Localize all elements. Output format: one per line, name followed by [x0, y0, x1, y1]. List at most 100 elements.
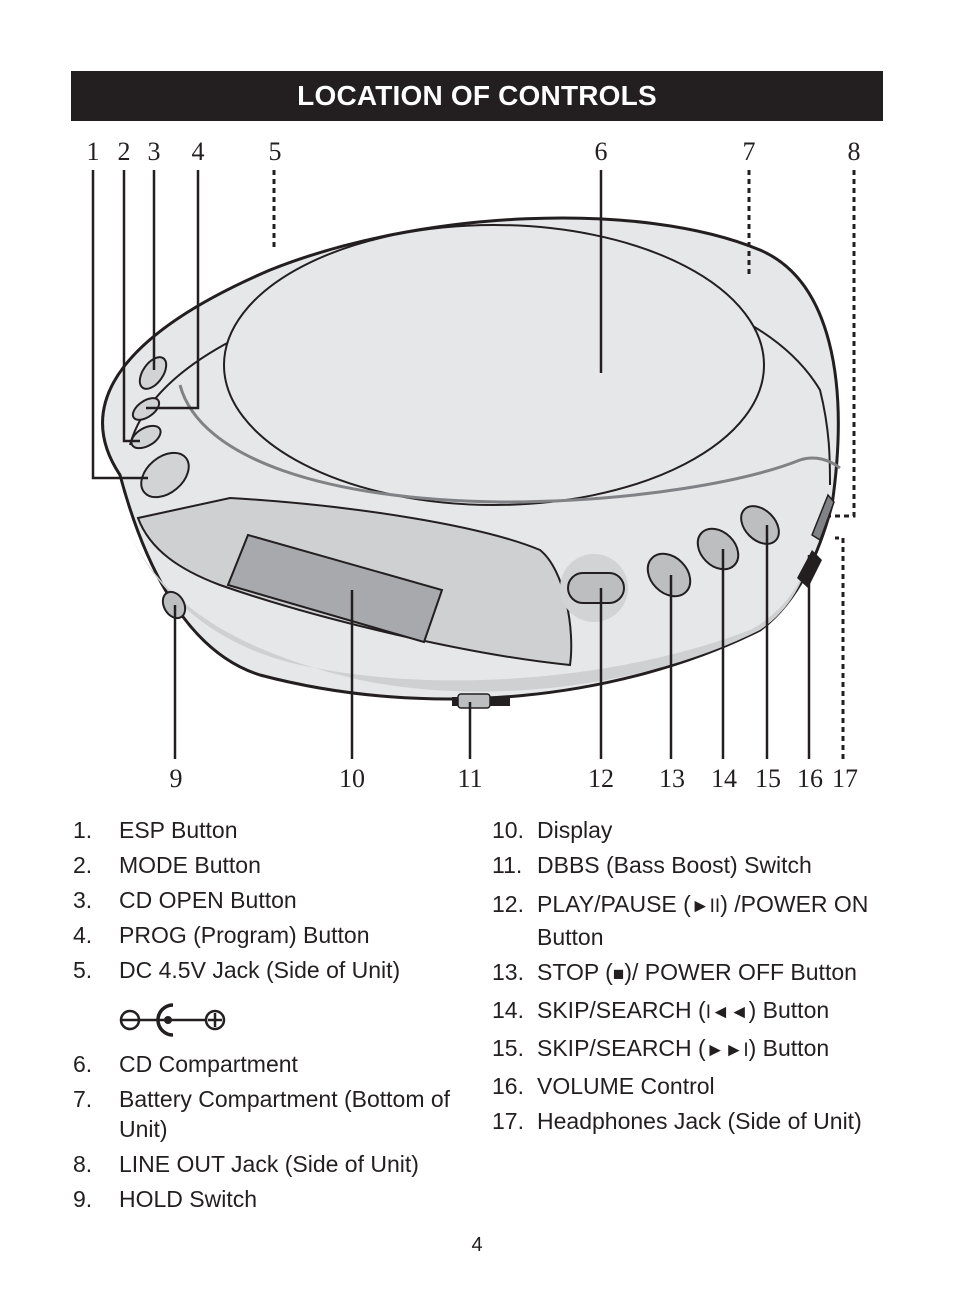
callout-5: 5 — [269, 137, 282, 166]
list-item: 4. PROG (Program) Button — [73, 920, 463, 950]
callouts-top: 1 2 3 4 5 6 7 8 — [87, 137, 861, 166]
esp-button[interactable] — [133, 444, 198, 506]
callout-10: 10 — [339, 764, 365, 793]
list-item: 13.STOP (■)/ POWER OFF Button — [492, 957, 882, 990]
callout-2: 2 — [118, 137, 131, 166]
item-label: DC 4.5V Jack (Side of Unit) — [119, 957, 401, 983]
list-item: 17. Headphones Jack (Side of Unit) — [492, 1106, 882, 1136]
item-number: 2. — [73, 852, 93, 878]
item-label: SKIP/SEARCH ( — [537, 1035, 706, 1061]
list-item: 9. HOLD Switch — [73, 1184, 463, 1214]
list-item: 3. CD OPEN Button — [73, 885, 463, 915]
callout-4: 4 — [192, 137, 205, 166]
list-item: 10. Display — [492, 815, 882, 845]
item-number: 3. — [73, 887, 93, 913]
callout-7: 7 — [743, 137, 756, 166]
item-label-cont: ) /POWER ON Button — [537, 891, 869, 950]
callout-16: 16 — [797, 764, 823, 793]
list-item: 6. CD Compartment — [73, 1049, 463, 1079]
list-item: 8.LINE OUT Jack (Side of Unit) — [73, 1149, 463, 1179]
section-title: LOCATION OF CONTROLS — [297, 80, 657, 111]
item-label: SKIP/SEARCH ( — [537, 997, 706, 1023]
play-pause-button[interactable] — [567, 572, 625, 604]
item-label: CD OPEN Button — [119, 887, 297, 913]
leader-line-2 — [122, 170, 140, 443]
list-item: 14. SKIP/SEARCH (I◄◄) Button — [492, 995, 882, 1028]
leader-line-8 — [830, 170, 856, 518]
list-item: 5. DC 4.5V Jack (Side of Unit) — [73, 955, 463, 985]
dotted-leader-lines — [272, 170, 856, 759]
list-item: 15. SKIP/SEARCH (►►I) Button — [492, 1033, 882, 1066]
stop-button[interactable] — [639, 545, 698, 604]
callouts-bottom: 9 10 11 12 13 14 15 16 17 — [170, 764, 859, 793]
item-label-cont: ) Button — [748, 997, 830, 1023]
item-label: HOLD Switch — [119, 1186, 258, 1212]
cd-open-button[interactable] — [134, 353, 171, 394]
play-pause-icon: ►II — [690, 896, 721, 917]
list-item: 11. DBBS (Bass Boost) Switch — [492, 850, 882, 880]
item-number: 15. — [492, 1035, 524, 1061]
list-item: 1.ESP Button — [73, 815, 463, 845]
item-number: 12. — [492, 891, 524, 917]
item-number: 13. — [492, 959, 524, 985]
item-number: 17. — [492, 1108, 524, 1134]
cd-player-diagram: 1 2 3 4 5 6 7 8 9 10 11 12 13 14 15 16 1… — [87, 137, 861, 793]
list-item: 12. PLAY/PAUSE (►II) /POWER ON Button — [492, 889, 882, 952]
section-title-banner: LOCATION OF CONTROLS — [71, 71, 883, 121]
polarity-icon — [119, 1003, 226, 1037]
cd-compartment-lid — [223, 224, 765, 506]
callout-6: 6 — [595, 137, 608, 166]
item-label: Battery Compartment (Bottom of Unit) — [119, 1086, 451, 1142]
callout-12: 12 — [588, 764, 614, 793]
skip-forward-button[interactable] — [734, 499, 786, 551]
list-item: 2. MODE Button — [73, 850, 463, 880]
callout-15: 15 — [755, 764, 781, 793]
page-number: 4 — [471, 1234, 483, 1256]
item-label: PROG (Program) Button — [119, 922, 370, 948]
item-number: 16. — [492, 1073, 524, 1099]
item-number: 8. — [73, 1151, 93, 1177]
item-label: VOLUME Control — [537, 1073, 715, 1099]
callout-17: 17 — [832, 764, 858, 793]
lcd-display — [226, 533, 444, 644]
callout-1: 1 — [87, 137, 100, 166]
item-number: 7. — [73, 1086, 93, 1112]
item-number: 9. — [73, 1186, 93, 1212]
item-label: Display — [537, 817, 613, 843]
item-label-cont: )/ POWER OFF Button — [624, 959, 857, 985]
callout-13: 13 — [659, 764, 685, 793]
mode-button[interactable] — [128, 421, 165, 453]
item-number: 1. — [73, 817, 93, 843]
item-number: 11. — [492, 852, 523, 878]
item-label: CD Compartment — [119, 1051, 298, 1077]
item-number: 6. — [73, 1051, 93, 1077]
item-number: 4. — [73, 922, 93, 948]
item-number: 14. — [492, 997, 524, 1023]
list-item: 7. Battery Compartment (Bottom of Unit) — [73, 1084, 463, 1144]
leader-line-1 — [91, 170, 148, 480]
dbbs-switch-knob — [457, 693, 491, 709]
item-label: DBBS (Bass Boost) Switch — [537, 852, 812, 878]
callout-9: 9 — [170, 764, 183, 793]
lid-rim — [178, 384, 841, 504]
item-number: 10. — [492, 817, 524, 843]
list-item: 16. VOLUME Control — [492, 1071, 882, 1101]
item-label-cont: ) Button — [748, 1035, 830, 1061]
leader-lines — [91, 170, 811, 759]
skip-forward-icon: ►►I — [705, 1040, 749, 1061]
controls-list-left: 1.ESP Button 2. MODE Button 3. CD OPEN But… — [73, 815, 463, 1219]
side-jacks — [811, 493, 835, 542]
left-button-cluster — [128, 353, 198, 506]
leader-line-4 — [146, 170, 200, 410]
item-number: 5. — [73, 957, 93, 983]
item-label: Headphones Jack (Side of Unit) — [537, 1108, 862, 1134]
controls-list-right: 10. Display 11. DBBS (Bass Boost) Switch 1… — [492, 815, 882, 1141]
callout-14: 14 — [711, 764, 737, 793]
callout-11: 11 — [457, 764, 482, 793]
item-label: MODE Button — [119, 852, 261, 878]
skip-back-icon: I◄◄ — [705, 1002, 749, 1023]
item-label: PLAY/PAUSE ( — [537, 891, 691, 917]
skip-back-button[interactable] — [690, 521, 747, 578]
callout-8: 8 — [848, 137, 861, 166]
dc-polarity-symbol — [73, 990, 463, 1044]
